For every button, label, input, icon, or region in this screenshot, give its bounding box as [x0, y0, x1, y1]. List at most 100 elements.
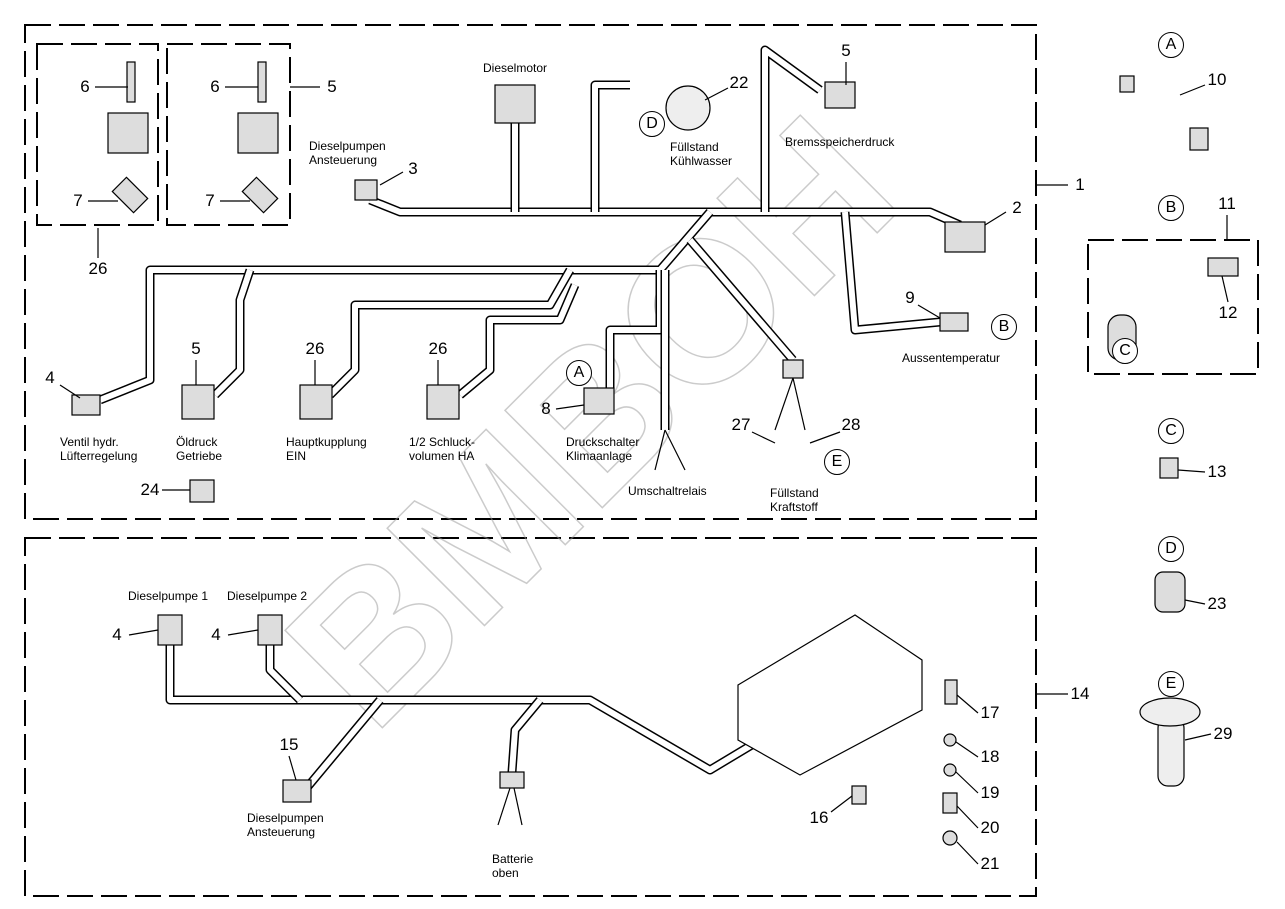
label-fuellstand-kraftstoff-2: Kraftstoff: [770, 500, 818, 514]
callout-number: 17: [980, 703, 1000, 722]
detail-letter-circle: D: [639, 111, 665, 137]
box-part-26b: [166, 43, 291, 226]
sensor-10: [1119, 75, 1135, 93]
detail-letter-circle: E: [824, 449, 850, 475]
label-hauptkupplung-2: EIN: [286, 449, 307, 463]
leader-line: [379, 171, 404, 186]
callout-number: 28: [841, 415, 861, 434]
box-detail-b: [1087, 239, 1259, 375]
callout-number: 15: [279, 735, 299, 754]
wire-segment: [267, 645, 303, 703]
wire-segment: [167, 640, 762, 773]
wire-segment: [98, 210, 713, 403]
detail-letter-circle: B: [1158, 195, 1184, 221]
tank-sender-29: [1157, 717, 1185, 787]
screw-17: [944, 679, 958, 705]
wire-segment: [368, 197, 962, 228]
group-boxes: [24, 24, 1259, 897]
leader-line: [704, 87, 729, 101]
wire-segment: [590, 80, 630, 212]
callout-number: 13: [1207, 462, 1227, 481]
callout-number: 2: [1012, 198, 1022, 217]
leader-line: [59, 384, 81, 399]
label-druckschalter-1: Druckschalter: [566, 435, 640, 449]
leader-line: [984, 211, 1007, 226]
sensor-part-26a: [107, 112, 149, 154]
box-part-26a: [36, 43, 159, 226]
callout-number: 4: [112, 625, 122, 644]
connector-dieselpumpe2: [257, 614, 283, 646]
connector-9: [939, 312, 969, 332]
callout-number: 6: [210, 77, 220, 96]
wire-segment: [509, 698, 543, 773]
label-dieselpumpen-ansteuerung-2: Ansteuerung: [309, 153, 378, 167]
label-dieselpumpe-2: Dieselpumpe 2: [227, 589, 308, 603]
leader-line: [288, 755, 297, 781]
connector-2: [944, 221, 986, 253]
callout-number: 5: [841, 41, 851, 60]
detail-letter-circle: D: [1158, 536, 1184, 562]
callout-number: 23: [1207, 594, 1227, 613]
sensor-5-bremsspeicher: [824, 81, 856, 109]
label-aussentemperatur: Aussentemperatur: [902, 351, 1001, 365]
connector-fuel-level: [782, 359, 804, 379]
leader-line: [955, 741, 979, 758]
connector-22: [665, 85, 711, 131]
label-dieselmotor: Dieselmotor: [483, 61, 548, 75]
leader-line: [830, 795, 853, 813]
label-bremsspeicherdruck: Bremsspeicherdruck: [785, 135, 895, 149]
control-box-14: [737, 614, 923, 776]
callout-number: 11: [1218, 194, 1236, 213]
callout-number: 6: [80, 77, 90, 96]
label-umschaltrelais: Umschaltrelais: [628, 484, 707, 498]
nut-21: [942, 830, 958, 846]
wire-segment: [592, 82, 630, 212]
connector-26-schluckvolumen: [426, 384, 460, 420]
leader-line: [1177, 469, 1206, 473]
detail-letter-circle: A: [1158, 32, 1184, 58]
sensor-23: [1154, 571, 1186, 613]
detail-letter-circle: C: [1112, 338, 1138, 364]
connector-3: [354, 179, 378, 201]
callout-number: 26: [88, 259, 108, 278]
spacer-20: [942, 792, 958, 814]
sensor-13: [1159, 457, 1179, 479]
label-oeldruck-1: Öldruck: [176, 435, 218, 449]
callout-number: 27: [731, 415, 751, 434]
plug-24: [189, 479, 215, 503]
callout-number: 10: [1207, 70, 1227, 89]
label-druckschalter-2: Klimaanlage: [566, 449, 633, 463]
connector-15: [282, 779, 312, 803]
callout-number: 14: [1070, 684, 1090, 703]
label-ventil-1: Ventil hydr.: [60, 435, 119, 449]
label-pumpen-ansteuerung-bottom-2: Ansteuerung: [247, 825, 316, 839]
leader-line: [555, 404, 585, 410]
callout-number: 1: [1075, 175, 1085, 194]
callout-number: 29: [1213, 724, 1233, 743]
leader-line: [128, 629, 159, 636]
detail-letter-circle: B: [991, 314, 1017, 340]
callout-number: 12: [1218, 303, 1238, 322]
leader-line: [774, 377, 794, 431]
label-oeldruck-2: Getriebe: [176, 449, 223, 463]
seal-7a: [111, 176, 149, 214]
box-battery-harness: [24, 537, 1037, 897]
callout-number: 7: [205, 191, 215, 210]
leader-line: [917, 304, 941, 319]
callout-number: 9: [905, 288, 915, 307]
leader-line: [809, 431, 841, 444]
wire-segment: [762, 47, 822, 212]
screw-6b: [257, 61, 267, 103]
callout-number: 4: [45, 368, 55, 387]
callout-number: 26: [428, 339, 448, 358]
callout-number: 5: [327, 77, 337, 96]
label-fuellstand-kraftstoff-1: Füllstand: [770, 486, 819, 500]
connector-dieselpumpe1: [157, 614, 183, 646]
plug-10: [1189, 127, 1209, 151]
label-schluck-1: 1/2 Schluck-: [409, 435, 476, 449]
wire-segment: [327, 268, 573, 398]
callout-number: 22: [729, 73, 749, 92]
detail-letter-circle: C: [1158, 418, 1184, 444]
